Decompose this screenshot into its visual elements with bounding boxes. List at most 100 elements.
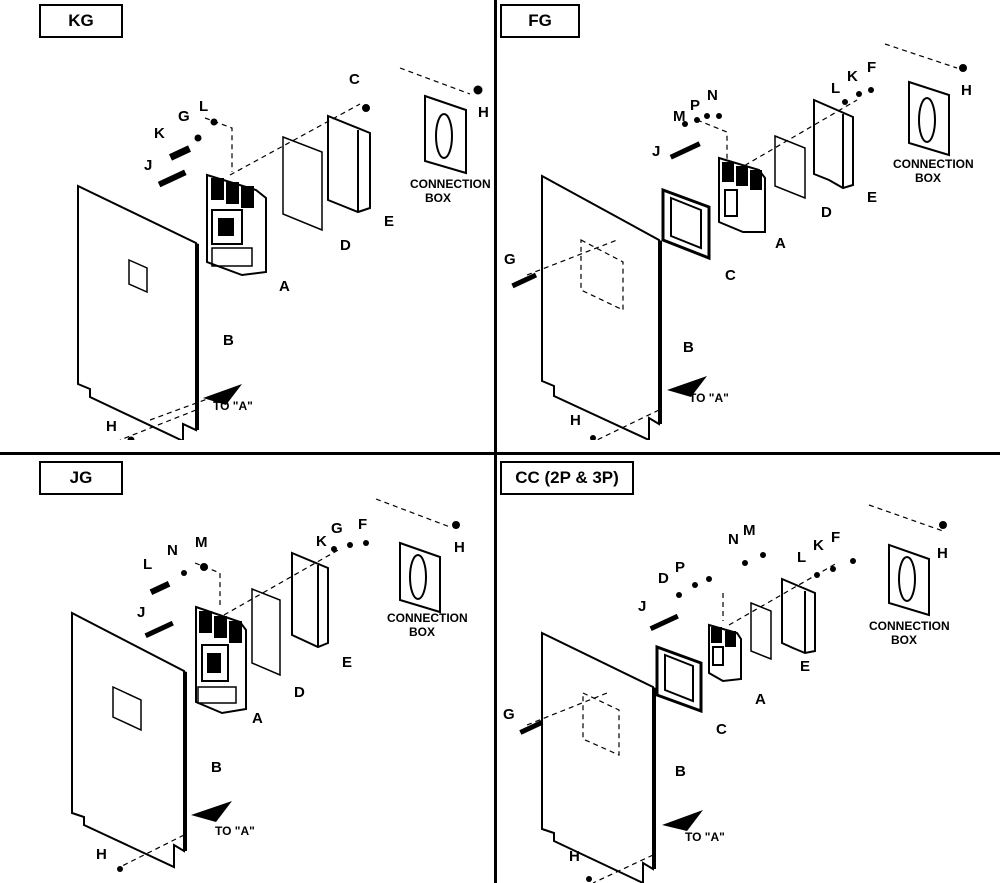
to-a-label: TO "A" (215, 824, 255, 838)
label-m: M (743, 522, 756, 539)
connection-box (888, 543, 930, 617)
connection-box-label-line1: CONNECTION (893, 157, 974, 171)
breaker-terminals (211, 247, 253, 267)
label-e: E (800, 658, 810, 675)
jg-exploded-view: TO "A" CONNECTION BOX A B D E F G H H J … (71, 498, 468, 872)
connection-box-label-line2: BOX (915, 171, 941, 185)
connection-box-label-line2: BOX (891, 633, 917, 647)
label-a: A (755, 691, 766, 708)
label-l: L (831, 80, 840, 97)
label-b: B (675, 763, 686, 780)
to-a-arrow (662, 810, 703, 831)
label-g: G (504, 251, 516, 268)
door-panel (71, 611, 185, 869)
label-c: C (725, 267, 736, 284)
label-e: E (867, 189, 877, 206)
to-a-arrow (203, 384, 242, 405)
label-k: K (813, 537, 824, 554)
label-h-top: H (937, 545, 948, 562)
breaker-handle-frame (211, 209, 243, 245)
quadrant-fg: FG (497, 0, 1000, 440)
label-p: P (675, 559, 685, 576)
label-j: J (144, 157, 152, 174)
label-d: D (658, 570, 669, 587)
panel-cutout (582, 692, 620, 756)
quadrant-jg: JG (0, 455, 496, 883)
label-h-bottom: H (570, 412, 581, 429)
connection-box-label-line2: BOX (425, 191, 451, 205)
connection-box-label-line2: BOX (409, 625, 435, 639)
label-m: M (195, 534, 208, 551)
to-a-label: TO "A" (213, 399, 253, 413)
hardware-screws (127, 85, 483, 440)
label-h-bottom: H (106, 418, 117, 435)
quadrant-title: KG (39, 4, 123, 38)
assembly-dashed-lines (119, 498, 451, 868)
quadrant-kg: KG (0, 0, 496, 440)
label-j: J (652, 143, 660, 160)
label-a: A (775, 235, 786, 252)
breaker-pole-2 (226, 182, 239, 204)
insulator-plate (251, 587, 281, 677)
breaker-plate (750, 601, 772, 661)
label-n: N (167, 542, 178, 559)
label-n: N (728, 531, 739, 548)
label-m: M (673, 108, 686, 125)
label-c: C (349, 71, 360, 88)
panel-cutout (580, 239, 624, 311)
quadrant-title: JG (39, 461, 123, 495)
label-j: J (137, 604, 145, 621)
label-l: L (797, 549, 806, 566)
label-h-top: H (454, 539, 465, 556)
label-g: G (503, 706, 515, 723)
label-e: E (342, 654, 352, 671)
to-a-arrow (667, 376, 707, 397)
hardware-screws (519, 521, 947, 882)
label-f: F (867, 59, 876, 76)
breaker-pole-1 (211, 178, 224, 200)
to-a-label: TO "A" (689, 391, 729, 405)
fg-exploded-view: TO "A" CONNECTION BOX A B C D E F G H H … (504, 43, 974, 440)
label-e: E (384, 213, 394, 230)
breaker-handle (218, 218, 234, 236)
kg-exploded-view: TO "A" CONNECTION BOX A B C D E G H H J … (77, 67, 491, 440)
label-h-top: H (961, 82, 972, 99)
label-g: G (331, 520, 343, 537)
label-b: B (223, 332, 234, 349)
panel-cutout (128, 258, 148, 294)
label-a: A (252, 710, 263, 727)
door-panel (541, 174, 660, 440)
quadrant-cc: CC (2P & 3P) (497, 455, 1000, 883)
label-j: J (638, 598, 646, 615)
connection-box (424, 94, 467, 175)
label-k: K (316, 533, 327, 550)
mounting-bracket (781, 577, 816, 655)
label-d: D (340, 237, 351, 254)
hardware-screws (511, 64, 967, 440)
label-b: B (683, 339, 694, 356)
quadrant-title: CC (2P & 3P) (500, 461, 634, 495)
to-a-label: TO "A" (685, 830, 725, 844)
connection-box-label-line1: CONNECTION (869, 619, 950, 633)
connection-box-label-line1: CONNECTION (410, 177, 491, 191)
label-f: F (358, 516, 367, 533)
label-h-bottom: H (96, 846, 107, 863)
hardware-screws (117, 521, 460, 872)
panel-cutout (112, 685, 142, 732)
label-d: D (294, 684, 305, 701)
label-d: D (821, 204, 832, 221)
label-f: F (831, 529, 840, 546)
label-b: B (211, 759, 222, 776)
breaker-pole-3 (241, 186, 254, 208)
to-a-arrow (191, 801, 232, 822)
connection-box-label-line1: CONNECTION (387, 611, 468, 625)
insulator-plate (282, 135, 323, 232)
label-p: P (690, 97, 700, 114)
label-c: C (716, 721, 727, 738)
mounting-bracket (291, 551, 329, 649)
connection-box (399, 541, 441, 614)
label-h-top: H (478, 104, 489, 121)
door-panel-edge (196, 243, 199, 430)
label-k: K (154, 125, 165, 142)
label-l: L (199, 98, 208, 115)
